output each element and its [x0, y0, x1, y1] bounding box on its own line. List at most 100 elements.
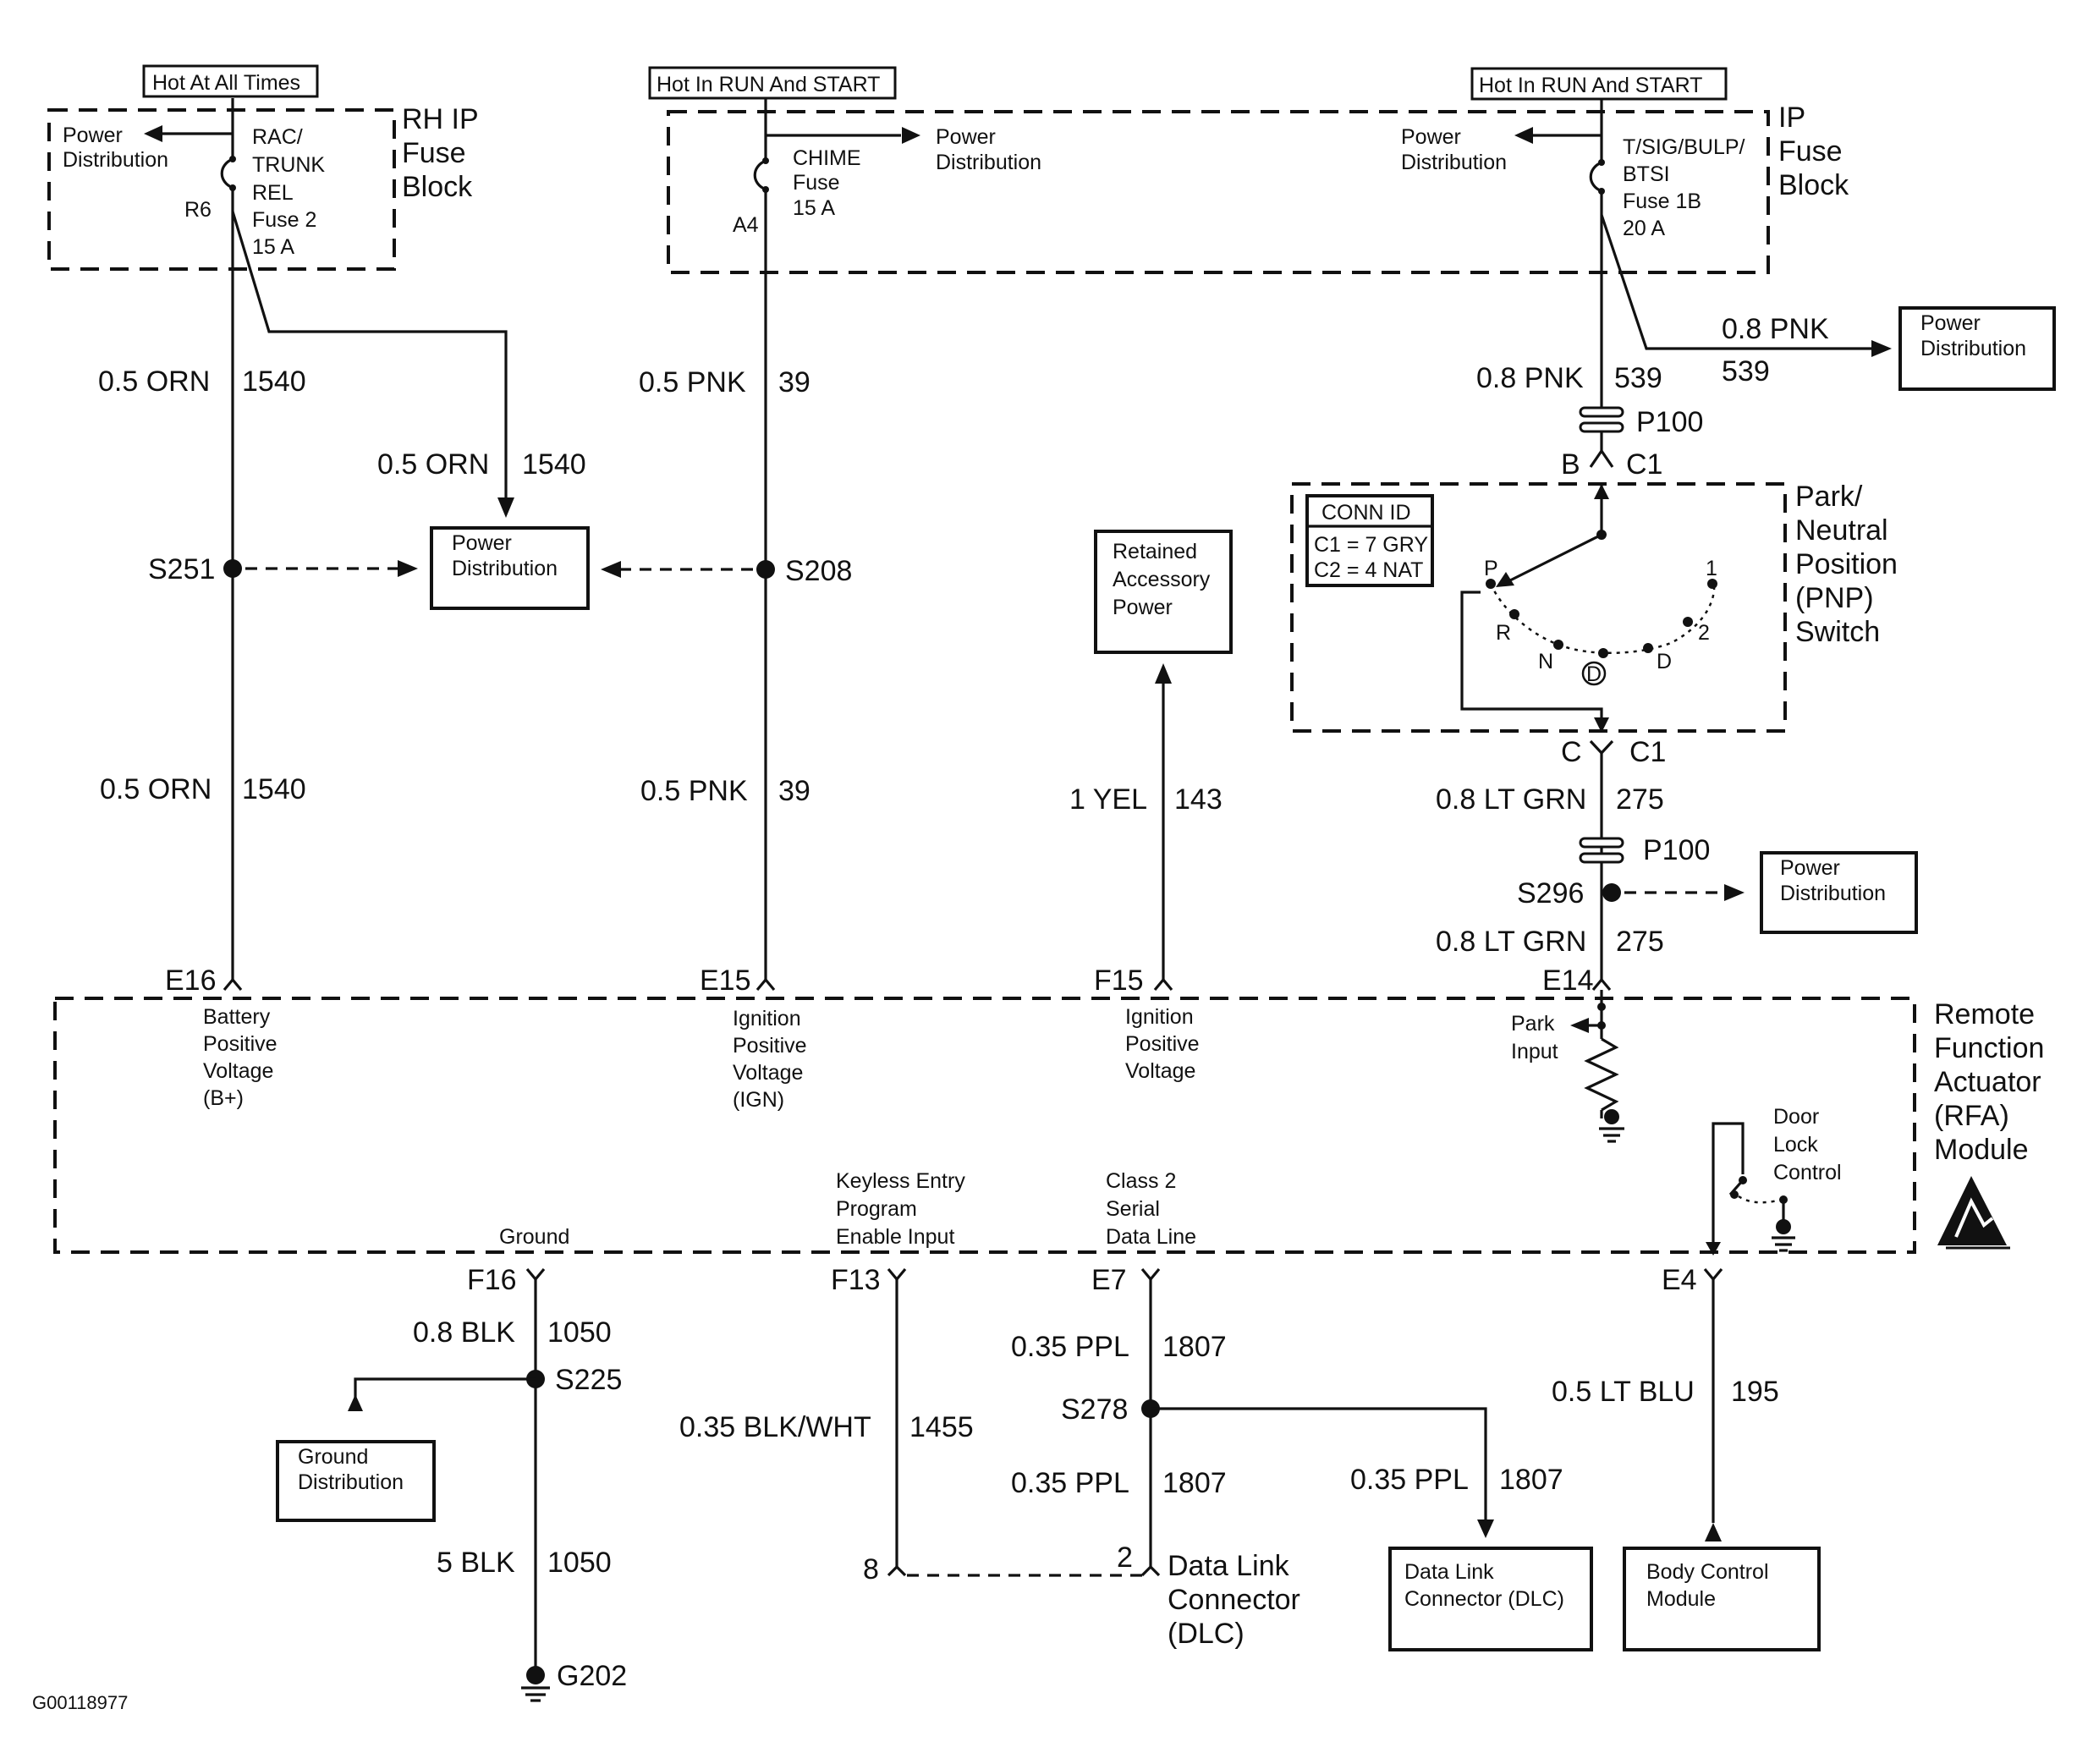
wire-1540-label-b: 0.5 ORN 1540 — [377, 448, 586, 481]
svg-text:(DLC): (DLC) — [1168, 1618, 1245, 1650]
svg-text:Positive: Positive — [203, 1032, 277, 1056]
svg-text:S225: S225 — [555, 1364, 622, 1396]
svg-text:E16: E16 — [165, 964, 217, 997]
wire-39-label-a: 0.5 PNK 39 — [639, 366, 810, 398]
svg-text:539: 539 — [1722, 355, 1770, 387]
pin-r6-label: R6 — [184, 198, 212, 222]
svg-text:Lock: Lock — [1773, 1133, 1818, 1157]
svg-text:Park: Park — [1511, 1012, 1555, 1036]
svg-text:Control: Control — [1773, 1161, 1842, 1184]
svg-text:0.5 ORN: 0.5 ORN — [98, 365, 210, 398]
svg-text:0.35 BLK/WHT: 0.35 BLK/WHT — [679, 1411, 871, 1443]
wire-539-branch — [1600, 214, 1871, 350]
svg-text:(RFA): (RFA) — [1934, 1100, 2009, 1132]
splice-s208: S208 — [756, 555, 852, 587]
hot-at-all-times-tag: Hot At All Times — [142, 64, 319, 98]
svg-text:Fuse: Fuse — [402, 137, 466, 169]
t-sig-bulp-btsi-fuse-1b: T/SIG/BULP/ BTSI Fuse 1B 20 A — [1589, 135, 1745, 240]
svg-text:1050: 1050 — [547, 1547, 612, 1579]
svg-text:Battery: Battery — [203, 1005, 271, 1029]
pin-a4-label: A4 — [733, 213, 759, 237]
svg-text:Block: Block — [402, 171, 473, 203]
svg-text:0.8 PNK: 0.8 PNK — [1476, 362, 1584, 394]
ip-fuse-block-title: IP Fuse Block — [1778, 102, 1849, 201]
svg-text:0.8 PNK: 0.8 PNK — [1722, 313, 1829, 345]
svg-text:Power: Power — [1920, 311, 1981, 335]
svg-text:Accessory: Accessory — [1113, 568, 1211, 591]
svg-text:275: 275 — [1616, 783, 1664, 816]
park-input-circuit — [1570, 990, 1624, 1143]
svg-text:Serial: Serial — [1106, 1197, 1160, 1221]
svg-text:(IGN): (IGN) — [733, 1088, 784, 1112]
svg-text:Connector (DLC): Connector (DLC) — [1404, 1587, 1564, 1611]
wire-1807-label-a: 0.35 PPL 1807 — [1011, 1331, 1227, 1363]
wire-539-label-a: 0.8 PNK 539 — [1476, 362, 1662, 394]
svg-text:Retained: Retained — [1113, 540, 1197, 563]
svg-text:Input: Input — [1511, 1040, 1558, 1063]
svg-text:BTSI: BTSI — [1623, 162, 1670, 186]
svg-text:Program: Program — [836, 1197, 917, 1221]
svg-text:1: 1 — [1706, 557, 1717, 580]
svg-text:Position: Position — [1795, 548, 1898, 580]
svg-text:Power: Power — [1113, 596, 1173, 619]
svg-text:1540: 1540 — [242, 365, 306, 398]
svg-text:F16: F16 — [467, 1264, 517, 1296]
pnp-switch-title: Park/ Neutral Position (PNP) Switch — [1795, 481, 1898, 648]
svg-text:E4: E4 — [1662, 1264, 1697, 1296]
svg-text:P: P — [1484, 557, 1498, 580]
svg-text:Remote: Remote — [1934, 998, 2035, 1030]
door-lock-control-label: Door Lock Control — [1773, 1105, 1842, 1184]
svg-text:15 A: 15 A — [793, 196, 835, 220]
svg-text:Hot In RUN And START: Hot In RUN And START — [657, 73, 880, 96]
class-2-serial-data-label: Class 2 Serial Data Line — [1106, 1169, 1196, 1249]
svg-text:5 BLK: 5 BLK — [437, 1547, 515, 1579]
pnp-switch-outline — [1290, 482, 1787, 733]
data-link-connector-title: Data Link Connector (DLC) — [1168, 1550, 1300, 1650]
svg-text:Voltage: Voltage — [733, 1061, 803, 1085]
body-control-module-box: Body Control Module — [1623, 1547, 1821, 1651]
pnp-switch-mechanism — [1460, 484, 1717, 733]
svg-text:(B+): (B+) — [203, 1086, 244, 1110]
wire-539-label-b: 0.8 PNK 539 — [1722, 313, 1829, 387]
ignition-positive-voltage-label: Ignition Positive Voltage (IGN) — [733, 1007, 807, 1112]
svg-text:1807: 1807 — [1499, 1464, 1563, 1496]
center-power-distribution-label: Power Distribution — [936, 125, 1041, 174]
svg-text:20 A: 20 A — [1623, 217, 1665, 240]
dlc-box: Data Link Connector (DLC) — [1388, 1547, 1593, 1651]
svg-text:Distribution: Distribution — [1780, 882, 1886, 905]
svg-text:Data Line: Data Line — [1106, 1225, 1196, 1249]
keyless-entry-label: Keyless Entry Program Enable Input — [836, 1169, 965, 1249]
svg-text:F15: F15 — [1094, 964, 1144, 997]
power-distribution-box-right: Power Distribution — [1898, 306, 2056, 391]
svg-text:N: N — [1538, 650, 1553, 673]
svg-text:Distribution: Distribution — [1920, 337, 2026, 360]
svg-text:E7: E7 — [1091, 1264, 1127, 1296]
center-fuse-block-outline — [667, 110, 1770, 274]
wire-1807-label-c: 0.35 PPL 1807 — [1350, 1464, 1563, 1496]
svg-text:REL: REL — [252, 181, 294, 205]
svg-text:Module: Module — [1934, 1134, 2029, 1166]
svg-text:C1 = 7 GRY: C1 = 7 GRY — [1314, 533, 1428, 557]
svg-text:Fuse: Fuse — [793, 171, 840, 195]
svg-text:0.8 LT GRN: 0.8 LT GRN — [1436, 783, 1586, 816]
conn-id-table: CONN ID C1 = 7 GRY C2 = 4 NAT — [1305, 494, 1434, 587]
svg-text:Power: Power — [1780, 856, 1840, 880]
svg-text:1 YEL: 1 YEL — [1069, 783, 1147, 816]
svg-text:1807: 1807 — [1162, 1331, 1227, 1363]
svg-text:CONN ID: CONN ID — [1321, 501, 1411, 525]
svg-text:Switch: Switch — [1795, 616, 1880, 648]
rfa-bottom-pin-labels: F16 F13 E7 E4 — [467, 1264, 1697, 1296]
wire-195-label: 0.5 LT BLU 195 — [1552, 1376, 1779, 1408]
ground-g202: G202 — [521, 1660, 627, 1702]
pnp-bottom-pin-label: C C1 — [1561, 736, 1666, 768]
svg-text:(PNP): (PNP) — [1795, 582, 1874, 614]
svg-text:8: 8 — [863, 1553, 879, 1585]
svg-text:Door: Door — [1773, 1105, 1819, 1129]
svg-text:2: 2 — [1117, 1541, 1133, 1574]
rh-ip-fuse-block-outline — [47, 108, 396, 271]
svg-text:0.8 BLK: 0.8 BLK — [413, 1316, 515, 1349]
svg-text:E14: E14 — [1542, 964, 1594, 997]
svg-text:39: 39 — [778, 775, 810, 807]
park-input-label: Park Input — [1511, 1012, 1558, 1063]
